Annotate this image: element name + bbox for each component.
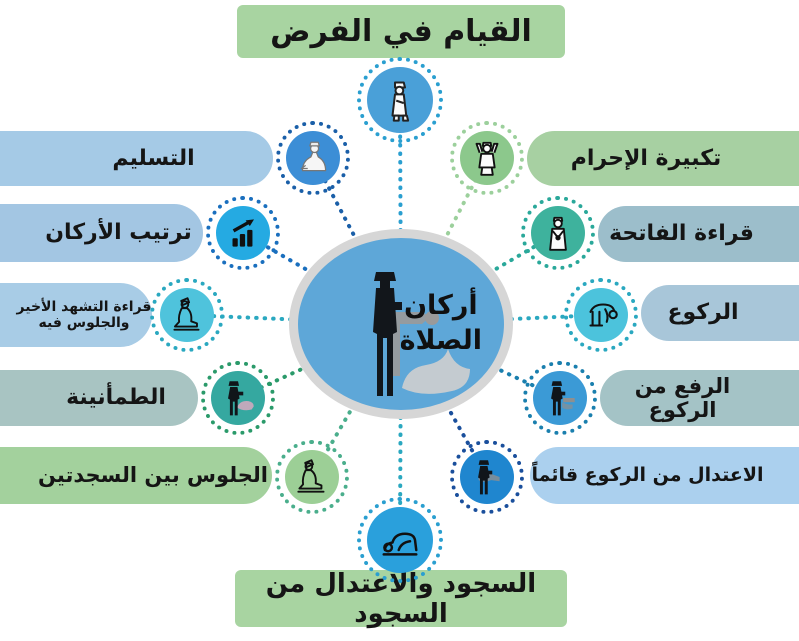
- node-tashahhud: [150, 278, 224, 352]
- node-fatiha: [521, 196, 595, 270]
- pillar-label-raf: الرفع من الركوع: [634, 373, 731, 422]
- node-raf-min-ruku: [523, 361, 597, 435]
- dotted-ring: [450, 121, 524, 195]
- pillar-label-itidal: الاعتدال من الركوع قائماً: [531, 463, 764, 486]
- pillar-bar-fatiha: قراءة الفاتحة: [598, 206, 799, 262]
- dotted-ring: [206, 196, 280, 270]
- node-julus-bayna-sajdatayn: [275, 440, 349, 514]
- dotted-ring: [521, 196, 595, 270]
- center-title-line1: أركان: [403, 290, 478, 321]
- pillar-label-tashahhud: قراءة التشهد الأخير والجلوس فيه: [16, 298, 152, 331]
- node-ruku: [564, 278, 638, 352]
- pillar-label-tumanina: الطمأنينة: [66, 385, 166, 411]
- takbir-raised-hands-icon: [475, 141, 499, 176]
- pillar-bar-itidal: الاعتدال من الركوع قائماً: [530, 447, 799, 504]
- banner-sujud: السجود والاعتدال من السجود: [235, 569, 567, 629]
- center-title: أركان الصلاة: [400, 288, 482, 358]
- pillar-bar-tashahhud: قراءة التشهد الأخير والجلوس فيه: [0, 283, 152, 347]
- pillar-bar-tumanina: الطمأنينة: [0, 370, 198, 426]
- dotted-ring: [276, 121, 350, 195]
- pillar-bar-julus-bayna-sajdatayn: الجلوس بين السجدتين: [0, 447, 272, 504]
- pillar-bar-raf-min-ruku: الرفع من الركوع: [600, 370, 799, 426]
- ordered-steps-chart-icon: [232, 219, 255, 247]
- banner-qiyam-label: القيام في الفرض: [270, 14, 532, 49]
- center-disc: أركان الصلاة: [298, 238, 504, 410]
- dotted-ring: [357, 497, 443, 583]
- prostrating-person-icon: [382, 532, 418, 556]
- node-tartib: [206, 196, 280, 270]
- dotted-ring: [564, 278, 638, 352]
- node-taslim: [276, 121, 350, 195]
- pillar-bar-tartib: ترتيب الأركان: [0, 204, 203, 262]
- pillar-label-fatiha: قراءة الفاتحة: [609, 221, 754, 247]
- pillar-bar-taslim: التسليم: [0, 131, 273, 186]
- center-medallion: أركان الصلاة: [289, 229, 513, 419]
- node-takbir: [450, 121, 524, 195]
- dotted-ring: [523, 361, 597, 435]
- pillar-label-julus: الجلوس بين السجدتين: [38, 463, 268, 488]
- pillar-bar-ruku: الركوع: [641, 285, 799, 341]
- dotted-ring: [275, 440, 349, 514]
- sitting-tashahhud-person-icon: [173, 297, 200, 331]
- center-title-line2: الصلاة: [399, 325, 482, 357]
- banner-qiyam: القيام في الفرض: [237, 5, 565, 58]
- node-sujud: [357, 497, 443, 583]
- standing-hands-folded-icon: [549, 216, 567, 251]
- standing-person-icon: [391, 81, 410, 122]
- dotted-ring: [150, 278, 224, 352]
- node-qiyam: [357, 57, 443, 143]
- node-tumanina: [201, 361, 275, 435]
- pillar-label-ruku: الركوع: [667, 300, 739, 326]
- taslim-seated-person-icon: [300, 141, 327, 172]
- tranquility-person-icon: [228, 381, 254, 416]
- bowing-person-icon: [589, 303, 618, 327]
- dotted-ring: [357, 57, 443, 143]
- pillar-label-taslim: التسليم: [112, 145, 195, 171]
- standing-upright-person-icon: [478, 460, 500, 495]
- sitting-between-prostrations-icon: [297, 459, 325, 493]
- dotted-ring: [201, 361, 275, 435]
- rising-from-bow-person-icon: [551, 381, 575, 416]
- prayer-positions-figures-icon: [373, 272, 470, 396]
- pillar-label-tartib: ترتيب الأركان: [45, 220, 192, 246]
- pillar-bar-takbir: تكبيرة الإحرام: [527, 131, 799, 186]
- node-itidal: [450, 440, 524, 514]
- pillar-label-takbir: تكبيرة الإحرام: [570, 145, 722, 171]
- dotted-ring: [450, 440, 524, 514]
